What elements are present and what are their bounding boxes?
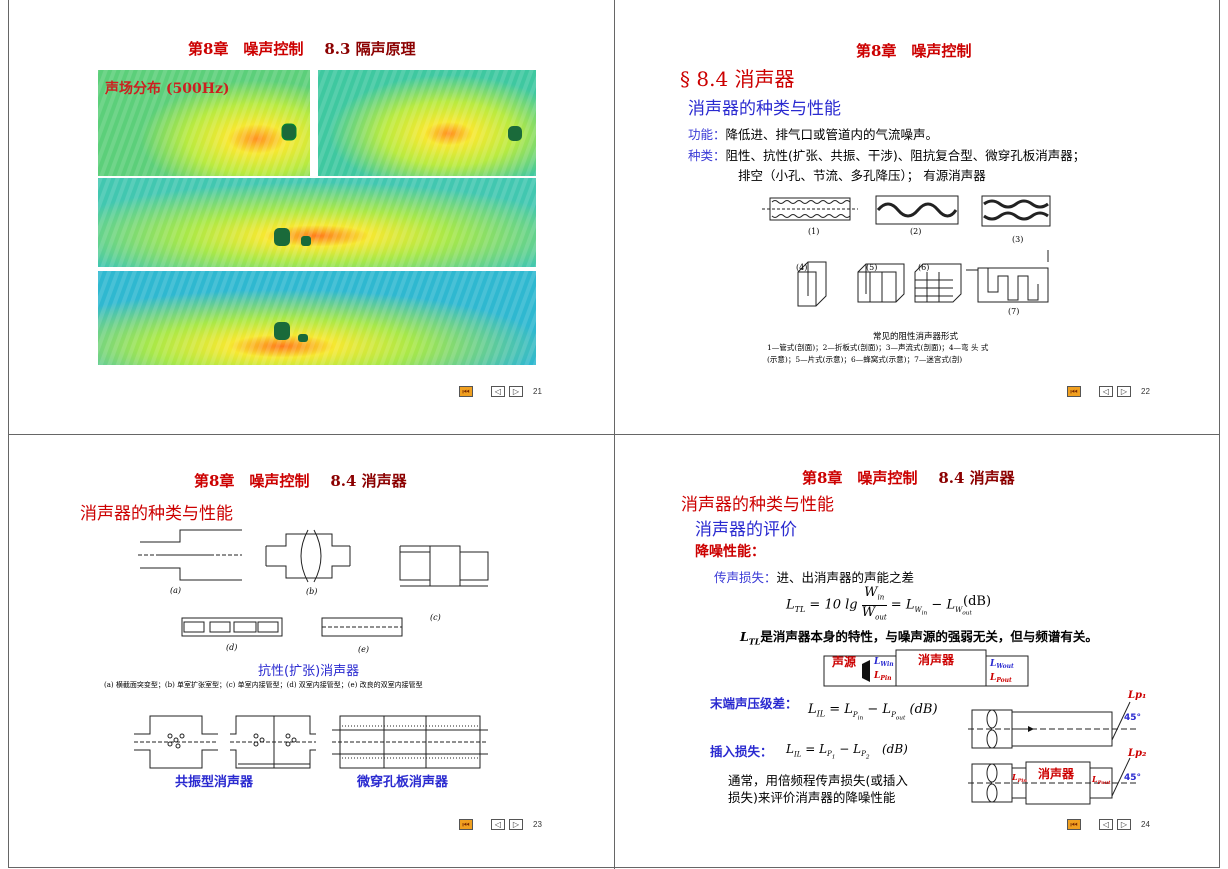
fig-letter-d: (d)	[226, 643, 237, 652]
svg-text:LPout: LPout	[989, 673, 1012, 684]
diagram-muffler: 消声器	[918, 652, 955, 667]
fig-num-2: (2)	[910, 227, 921, 236]
lp2-label: Lp₂	[1127, 748, 1147, 759]
slide22-section-title: § 8.4 消声器	[680, 67, 795, 91]
slide22-subtitle: 消声器的种类与性能	[688, 99, 841, 119]
tl-note: LTL是消声器本身的特性，与噪声源的强弱无关，但与频谱有关。	[740, 629, 1098, 647]
first-page-button[interactable]: ⏮	[459, 819, 473, 830]
slide22-header: 第8章 噪声控制	[856, 42, 972, 60]
nr-formula: LIL = LPin − LPout (dB)	[808, 702, 938, 721]
fig-num-1: (1)	[808, 227, 819, 236]
types-line: 种类：阻性、抗性(扩张、共振、干涉)、阻抗复合型、微穿孔板消声器；	[688, 148, 1086, 163]
slide24-subtitle: 消声器的评价	[695, 520, 797, 540]
lp1-label: Lp₁	[1127, 690, 1146, 701]
tl-line: 传声损失：进、出消声器的声能之差	[714, 570, 915, 585]
slide24-nav: ⏮ ◁ ▷ 24	[1067, 819, 1150, 830]
page-number: 23	[533, 820, 542, 829]
slide21-nav: ⏮ ◁ ▷ 21	[459, 386, 542, 397]
page-number: 21	[533, 387, 542, 396]
muffler-label-2: 消声器	[1038, 766, 1075, 781]
prev-page-button[interactable]: ◁	[491, 819, 505, 830]
first-page-button[interactable]: ⏮	[1067, 386, 1081, 397]
diagram-source: 声源	[831, 654, 856, 669]
tl-formula: LTL = 10 lg Win Wout = LWin − LWout	[786, 585, 972, 622]
types-line-2: 排空（小孔、节流、多孔降压）； 有源消声器	[738, 168, 986, 183]
slide21-header: 第8章 噪声控制 8.3 隔声原理	[188, 40, 416, 58]
resonant-caption: 共振型消声器	[175, 775, 254, 790]
svg-text:LPin: LPin	[873, 671, 891, 682]
svg-text:LWout: LWout	[989, 659, 1014, 670]
angle-label-1: 45°	[1124, 713, 1141, 723]
tl-unit: (dB)	[963, 594, 992, 609]
fig-num-7: (7)	[1008, 307, 1019, 316]
nr-label: 末端声压级差：	[710, 696, 798, 711]
fig-num-3: (3)	[1012, 235, 1023, 244]
fig-num-5: (5)	[866, 263, 877, 272]
fig-legend-2: (示意)；5—片式(示意)；6—蜂窝式(示意)；7—迷宫式(剖)	[767, 355, 963, 364]
bottom-text-1: 通常，用倍频程传声损失(或插入	[728, 773, 908, 788]
sound-field-label: 声场分布 (500Hz)	[105, 81, 230, 97]
fig-letter-e: (e)	[358, 645, 369, 654]
slide23-nav: ⏮ ◁ ▷ 23	[459, 819, 542, 830]
prev-page-button[interactable]: ◁	[1099, 819, 1113, 830]
page-number: 24	[1141, 820, 1150, 829]
svg-text:LPout: LPout	[1091, 774, 1111, 786]
prev-page-button[interactable]: ◁	[491, 386, 505, 397]
fig-letter-c: (c)	[430, 613, 441, 622]
tl-diagram: 声源 消声器 LWin LPin LWout LPout	[823, 649, 1029, 687]
microperf-caption: 微穿孔板消声器	[357, 775, 449, 790]
slide24-header: 第8章 噪声控制 8.4 消声器	[802, 469, 1015, 487]
bottom-text-2: 损失)来评价消声器的降噪性能	[728, 790, 896, 805]
function-line: 功能：降低进、排气口或管道内的气流噪声。	[688, 127, 939, 142]
il-unit: (dB)	[882, 742, 908, 756]
perf-label: 降噪性能：	[695, 544, 765, 560]
angle-label-2: 45°	[1124, 773, 1141, 783]
fig-caption: 常见的阻性消声器形式	[873, 332, 959, 342]
next-page-button[interactable]: ▷	[509, 386, 523, 397]
fig-letter-b: (b)	[306, 587, 317, 596]
horizontal-divider	[8, 434, 1220, 435]
il-formula: LIL = LP1 − LP2	[786, 742, 870, 761]
slide23-header: 第8章 噪声控制 8.4 消声器	[194, 472, 407, 490]
first-page-button[interactable]: ⏮	[1067, 819, 1081, 830]
reactive-caption: 抗性(扩张)消声器	[258, 664, 360, 679]
slide22-nav: ⏮ ◁ ▷ 22	[1067, 386, 1150, 397]
fig-num-6: (6)	[918, 263, 929, 272]
next-page-button[interactable]: ▷	[509, 819, 523, 830]
reactive-legend: (a) 横截面突变型；(b) 单室扩张室型；(c) 单室内接管型；(d) 双室内…	[104, 681, 423, 689]
first-page-button[interactable]: ⏮	[459, 386, 473, 397]
fig-legend-1: 1—管式(剖面)；2—折板式(剖面)；3—声流式(剖面)；4—弯 头 式	[767, 343, 989, 352]
resistive-muffler-figure: (1) (2) (3) (4) (5) (6) (7)	[762, 195, 1051, 316]
svg-text:LWin: LWin	[873, 657, 894, 668]
prev-page-button[interactable]: ◁	[1099, 386, 1113, 397]
sound-field-figure	[98, 70, 536, 365]
next-page-button[interactable]: ▷	[1117, 819, 1131, 830]
page-number: 22	[1141, 387, 1150, 396]
reactive-muffler-figure: (a) (b) (c) (d) (e)	[138, 529, 489, 654]
slide24-title: 消声器的种类与性能	[681, 495, 834, 515]
fig-letter-a: (a)	[170, 586, 181, 595]
fig-num-4: (4)	[796, 263, 807, 272]
slide23-subtitle: 消声器的种类与性能	[80, 504, 233, 524]
svg-text:LPin: LPin	[1011, 772, 1027, 784]
insertion-loss-diagram: Lp₁ 45° Lp₂ 45° 消声器 LPin LPout	[968, 690, 1147, 805]
resonant-microperf-figure	[134, 715, 488, 769]
next-page-button[interactable]: ▷	[1117, 386, 1131, 397]
il-label: 插入损失：	[710, 744, 773, 759]
